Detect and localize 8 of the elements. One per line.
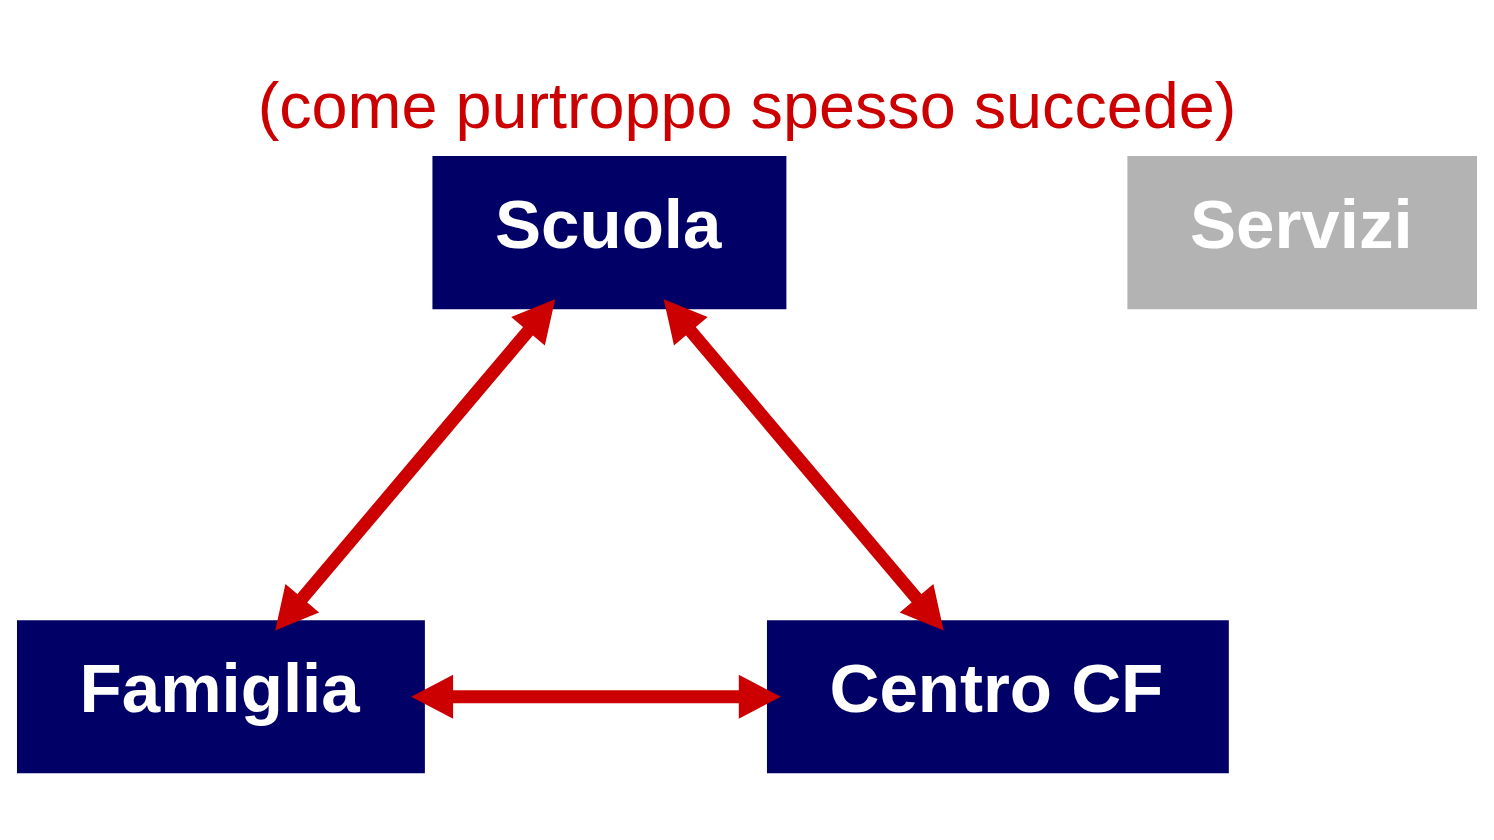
node-box: Servizi	[1127, 155, 1477, 309]
arrow	[275, 298, 556, 630]
node-box: Scuola	[432, 155, 787, 309]
arrow	[411, 674, 781, 719]
arrow	[663, 298, 944, 630]
node-box: Famiglia	[17, 619, 425, 773]
diagram-title: (come purtroppo spesso succede)	[257, 68, 1237, 142]
node-box: Centro CF	[766, 619, 1229, 773]
